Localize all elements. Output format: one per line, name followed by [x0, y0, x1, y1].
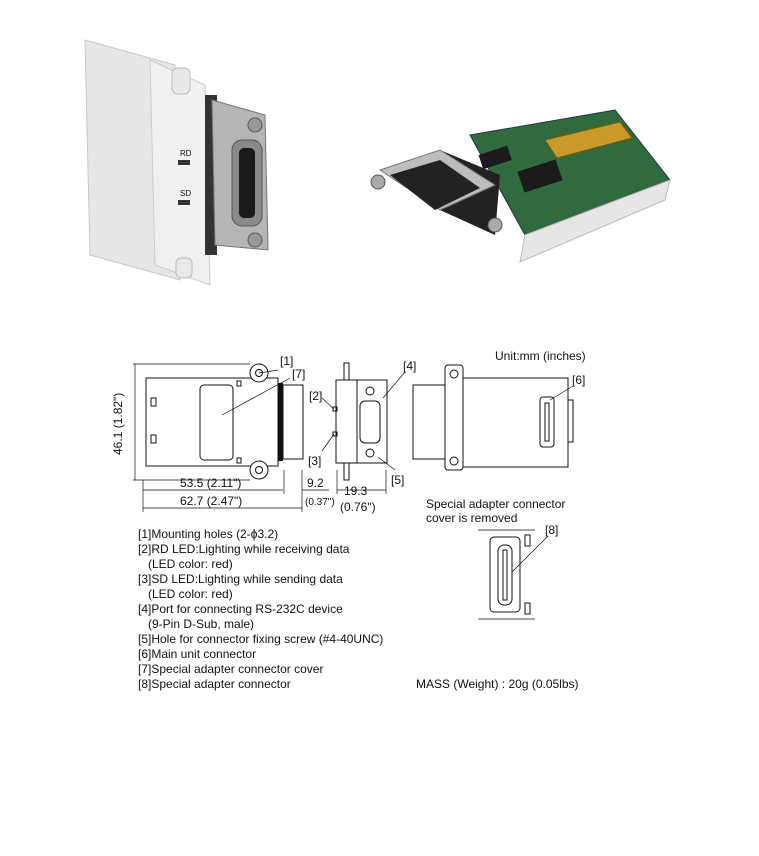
- callout-1: [1]: [280, 354, 293, 368]
- callout-6: [6]: [572, 373, 585, 387]
- legend-item: [3]SD LED:Lighting while sending data: [138, 572, 343, 586]
- cover-removed-caption-2: cover is removed: [426, 511, 517, 525]
- dim-depth-b-inches: (0.76"): [340, 500, 376, 514]
- legend-item: (LED color: red): [138, 557, 233, 571]
- callout-4: [4]: [403, 359, 416, 373]
- legend-item: (9-Pin D-Sub, male): [138, 617, 254, 631]
- dim-depth-a: 9.2: [307, 476, 324, 490]
- dim-depth-b: 19.3: [344, 484, 368, 498]
- callout-3: [3]: [308, 454, 321, 468]
- legend-item: [1]Mounting holes (2-ϕ3.2): [138, 527, 278, 541]
- mass-spec: MASS (Weight) : 20g (0.05lbs): [416, 677, 579, 691]
- connector-detail-drawing: [478, 529, 549, 620]
- callout-7: [7]: [292, 367, 305, 381]
- legend-item: [4]Port for connecting RS-232C device: [138, 602, 343, 616]
- legend-list: [1]Mounting holes (2-ϕ3.2) [2]RD LED:Lig…: [138, 527, 383, 691]
- callout-5: [5]: [391, 473, 404, 487]
- legend-item: [2]RD LED:Lighting while receiving data: [138, 542, 350, 556]
- legend-item: [6]Main unit connector: [138, 647, 256, 661]
- callout-8: [8]: [545, 523, 558, 537]
- legend-item: [5]Hole for connector fixing screw (#4-4…: [138, 632, 383, 646]
- legend-item: [8]Special adapter connector: [138, 677, 291, 691]
- callout-2: [2]: [309, 389, 322, 403]
- rear-view-drawing: [412, 364, 574, 471]
- side-view-drawing: [321, 362, 406, 494]
- legend-item: (LED color: red): [138, 587, 233, 601]
- cover-removed-caption-1: Special adapter connector: [426, 497, 565, 511]
- rd-led-label: RD: [180, 149, 192, 158]
- dim-width-b: 62.7 (2.47"): [180, 494, 242, 508]
- dim-depth-a-inches: (0.37"): [305, 497, 335, 508]
- front-view-drawing: [133, 363, 329, 512]
- sd-led-label: SD: [180, 189, 191, 198]
- unit-label: Unit:mm (inches): [495, 349, 586, 363]
- dim-height: 46.1 (1.82"): [111, 393, 125, 455]
- product-photo-board: [370, 109, 671, 263]
- product-photo-front: RD SD: [84, 39, 269, 286]
- dim-width-a: 53.5 (2.11"): [180, 476, 241, 490]
- legend-item: [7]Special adapter connector cover: [138, 662, 323, 676]
